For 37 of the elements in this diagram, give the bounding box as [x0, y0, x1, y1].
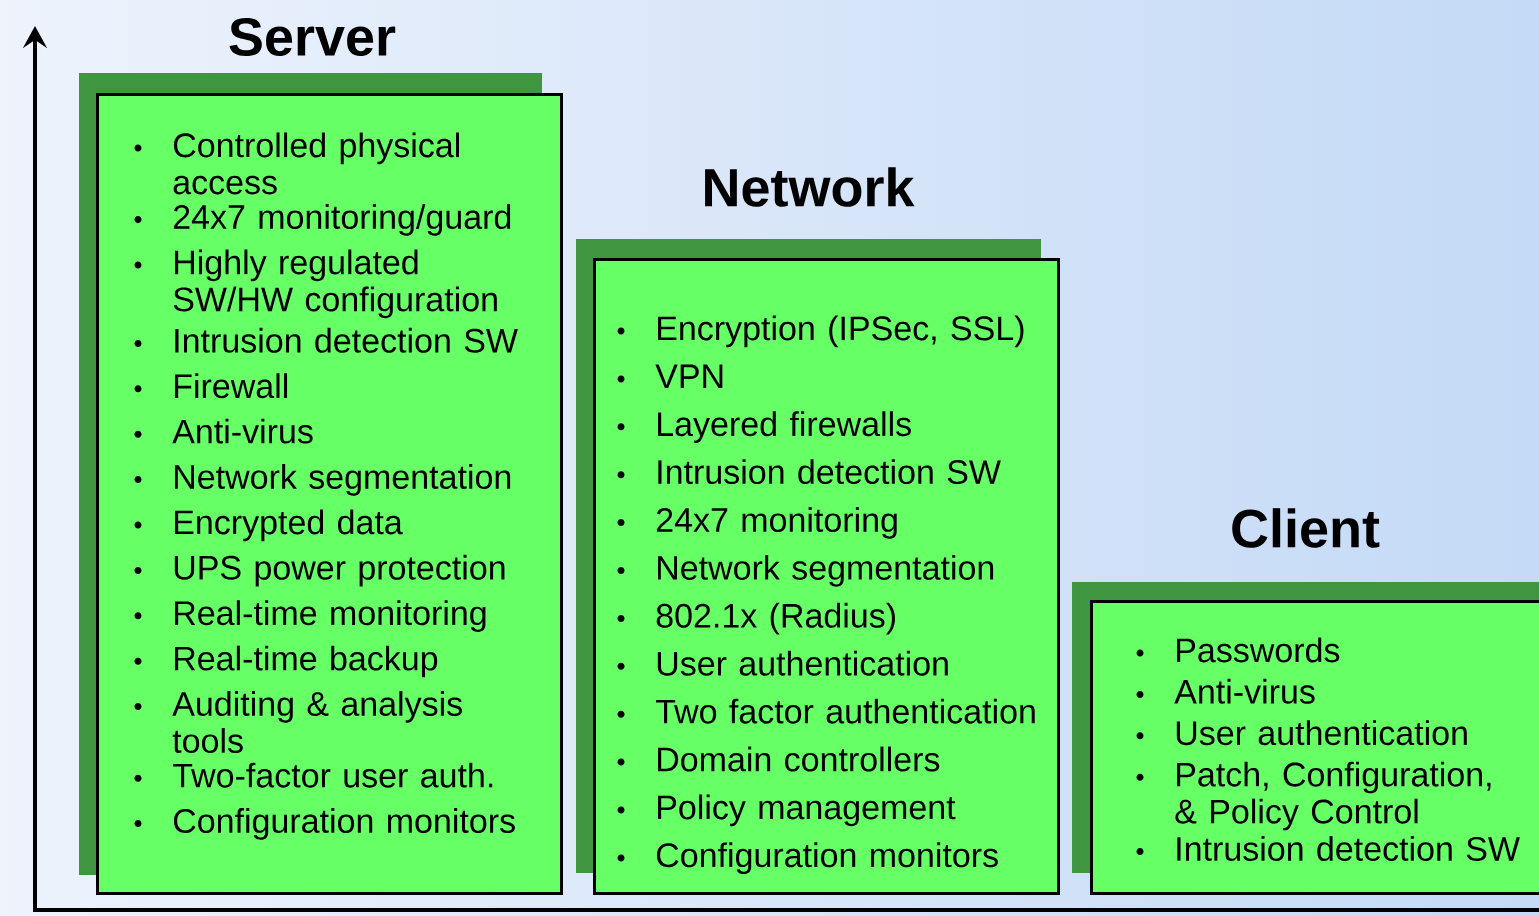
panel-heading: Network — [705, 167, 915, 207]
bullet-item: 802.1x (Radius) — [617, 602, 895, 635]
bullet-item: Passwords — [1136, 637, 1340, 663]
bullet-item: Two-factor user auth. — [134, 762, 493, 788]
bullet-item: VPN — [617, 364, 723, 388]
bullet-item: Patch, Configuration, & Policy Control — [1136, 761, 1491, 831]
bullet-item: Two factor authentication — [617, 698, 1035, 724]
bullet-item: Encryption (IPSec, SSL) — [617, 315, 1024, 348]
bullet-item: Anti-virus — [1136, 678, 1315, 704]
bullet-item: 24x7 monitoring/guard — [134, 204, 511, 236]
bullet-item: Anti-virus — [134, 418, 313, 444]
panel-heading: Server — [229, 17, 396, 57]
bullet-item: Configuration monitors — [617, 842, 998, 875]
bullet-item: Policy management — [617, 794, 956, 827]
bullet-item: Intrusion detection SW — [1136, 836, 1520, 861]
bullet-item: User authentication — [617, 650, 948, 676]
bullet-item: Real-time backup — [134, 645, 438, 678]
bullet-item: Intrusion detection SW — [134, 327, 518, 353]
bullet-item: User authentication — [1136, 720, 1467, 746]
bullet-item: Configuration monitors — [134, 808, 515, 840]
panel — [1072, 582, 1539, 895]
bullet-item: Auditing & analysis tools — [134, 691, 462, 753]
bullet-item: Highly regulated SW/HW configuration — [134, 249, 497, 319]
bullet-item: Domain controllers — [617, 746, 940, 772]
bullet-item: Controlled physical access — [134, 132, 459, 195]
bullet-item: Encrypted data — [134, 509, 403, 542]
bullet-item: Network segmentation — [134, 464, 511, 496]
bullet-item: Firewall — [134, 373, 288, 399]
bullet-item: Real-time monitoring — [134, 600, 486, 632]
bullet-item: Layered firewalls — [617, 411, 911, 443]
bullet-item: UPS power protection — [134, 554, 505, 587]
panel — [79, 73, 563, 895]
bullet-item: Intrusion detection SW — [617, 459, 1001, 485]
bullet-item: 24x7 monitoring — [617, 507, 897, 539]
bullet-item: Network segmentation — [617, 554, 994, 587]
panel-heading: Client — [1232, 508, 1380, 548]
panel — [576, 239, 1060, 895]
